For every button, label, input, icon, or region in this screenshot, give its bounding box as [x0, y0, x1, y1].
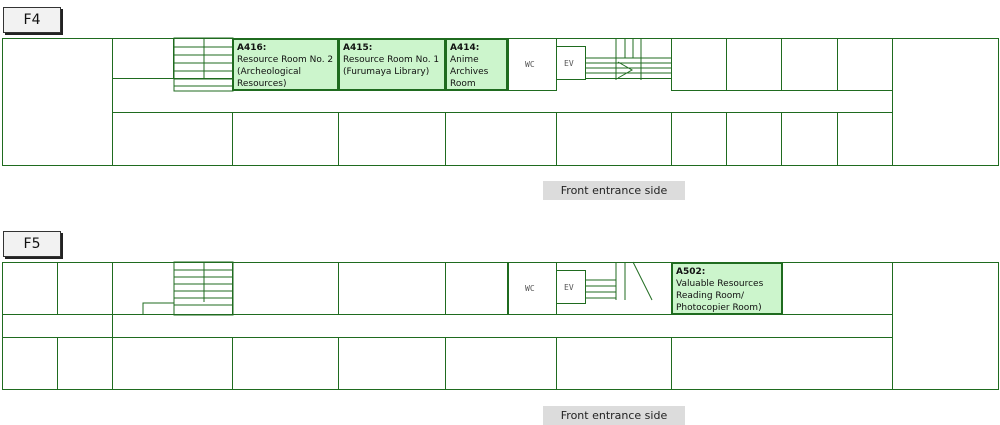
- room-name: Anime Archives Room: [450, 55, 489, 89]
- room: [338, 112, 446, 166]
- room-code: A415:: [343, 43, 373, 53]
- room-name: Resource Room No. 2 (Archeological Resou…: [237, 55, 334, 89]
- room: [112, 112, 233, 166]
- elevator: [556, 46, 586, 80]
- room: [781, 38, 838, 91]
- room: [671, 38, 727, 91]
- room: [232, 112, 339, 166]
- elevator: [556, 270, 586, 304]
- room: [892, 38, 999, 166]
- room: [57, 337, 113, 390]
- room: [338, 262, 446, 315]
- room: [837, 38, 893, 91]
- wc-room: [508, 38, 557, 91]
- room: [892, 262, 999, 390]
- room: [445, 337, 557, 390]
- room-code: A502:: [676, 267, 706, 277]
- room: [112, 38, 174, 79]
- stairs-icon: [142, 261, 234, 316]
- room: [232, 337, 339, 390]
- ev-label: EV: [564, 283, 574, 292]
- floor-label-f5: F5: [3, 231, 61, 257]
- room-a415[interactable]: A415: Resource Room No. 1 (Furumaya Libr…: [338, 38, 446, 91]
- room-a502[interactable]: A502: Valuable Resources Reading Room/ P…: [671, 262, 783, 315]
- stairs-icon: [173, 37, 234, 92]
- front-entrance-label: Front entrance side: [543, 406, 685, 425]
- stairs-icon: [586, 261, 653, 301]
- room-name: Resource Room No. 1 (Furumaya Library): [343, 55, 440, 77]
- ev-label: EV: [564, 59, 574, 68]
- wc-label: WC: [525, 60, 535, 69]
- room: [781, 112, 838, 166]
- front-entrance-label: Front entrance side: [543, 181, 685, 200]
- room-a416[interactable]: A416: Resource Room No. 2 (Archeological…: [232, 38, 339, 91]
- room: [556, 112, 672, 166]
- escalator-icon: [586, 38, 671, 80]
- room-code: A414:: [450, 43, 480, 53]
- floor-label-f4: F4: [3, 7, 61, 33]
- room: [338, 337, 446, 390]
- room: [671, 337, 893, 390]
- room: [2, 314, 113, 338]
- room-code: A416:: [237, 43, 267, 53]
- room: [837, 112, 893, 166]
- room: [726, 38, 782, 91]
- room-name: Valuable Resources Reading Room/ Photoco…: [676, 279, 764, 313]
- room-a414[interactable]: A414: Anime Archives Room: [445, 38, 508, 91]
- wc-label: WC: [525, 284, 535, 293]
- room: [671, 112, 727, 166]
- room: [726, 112, 782, 166]
- room: [445, 262, 508, 315]
- room: [2, 38, 113, 166]
- room: [445, 112, 557, 166]
